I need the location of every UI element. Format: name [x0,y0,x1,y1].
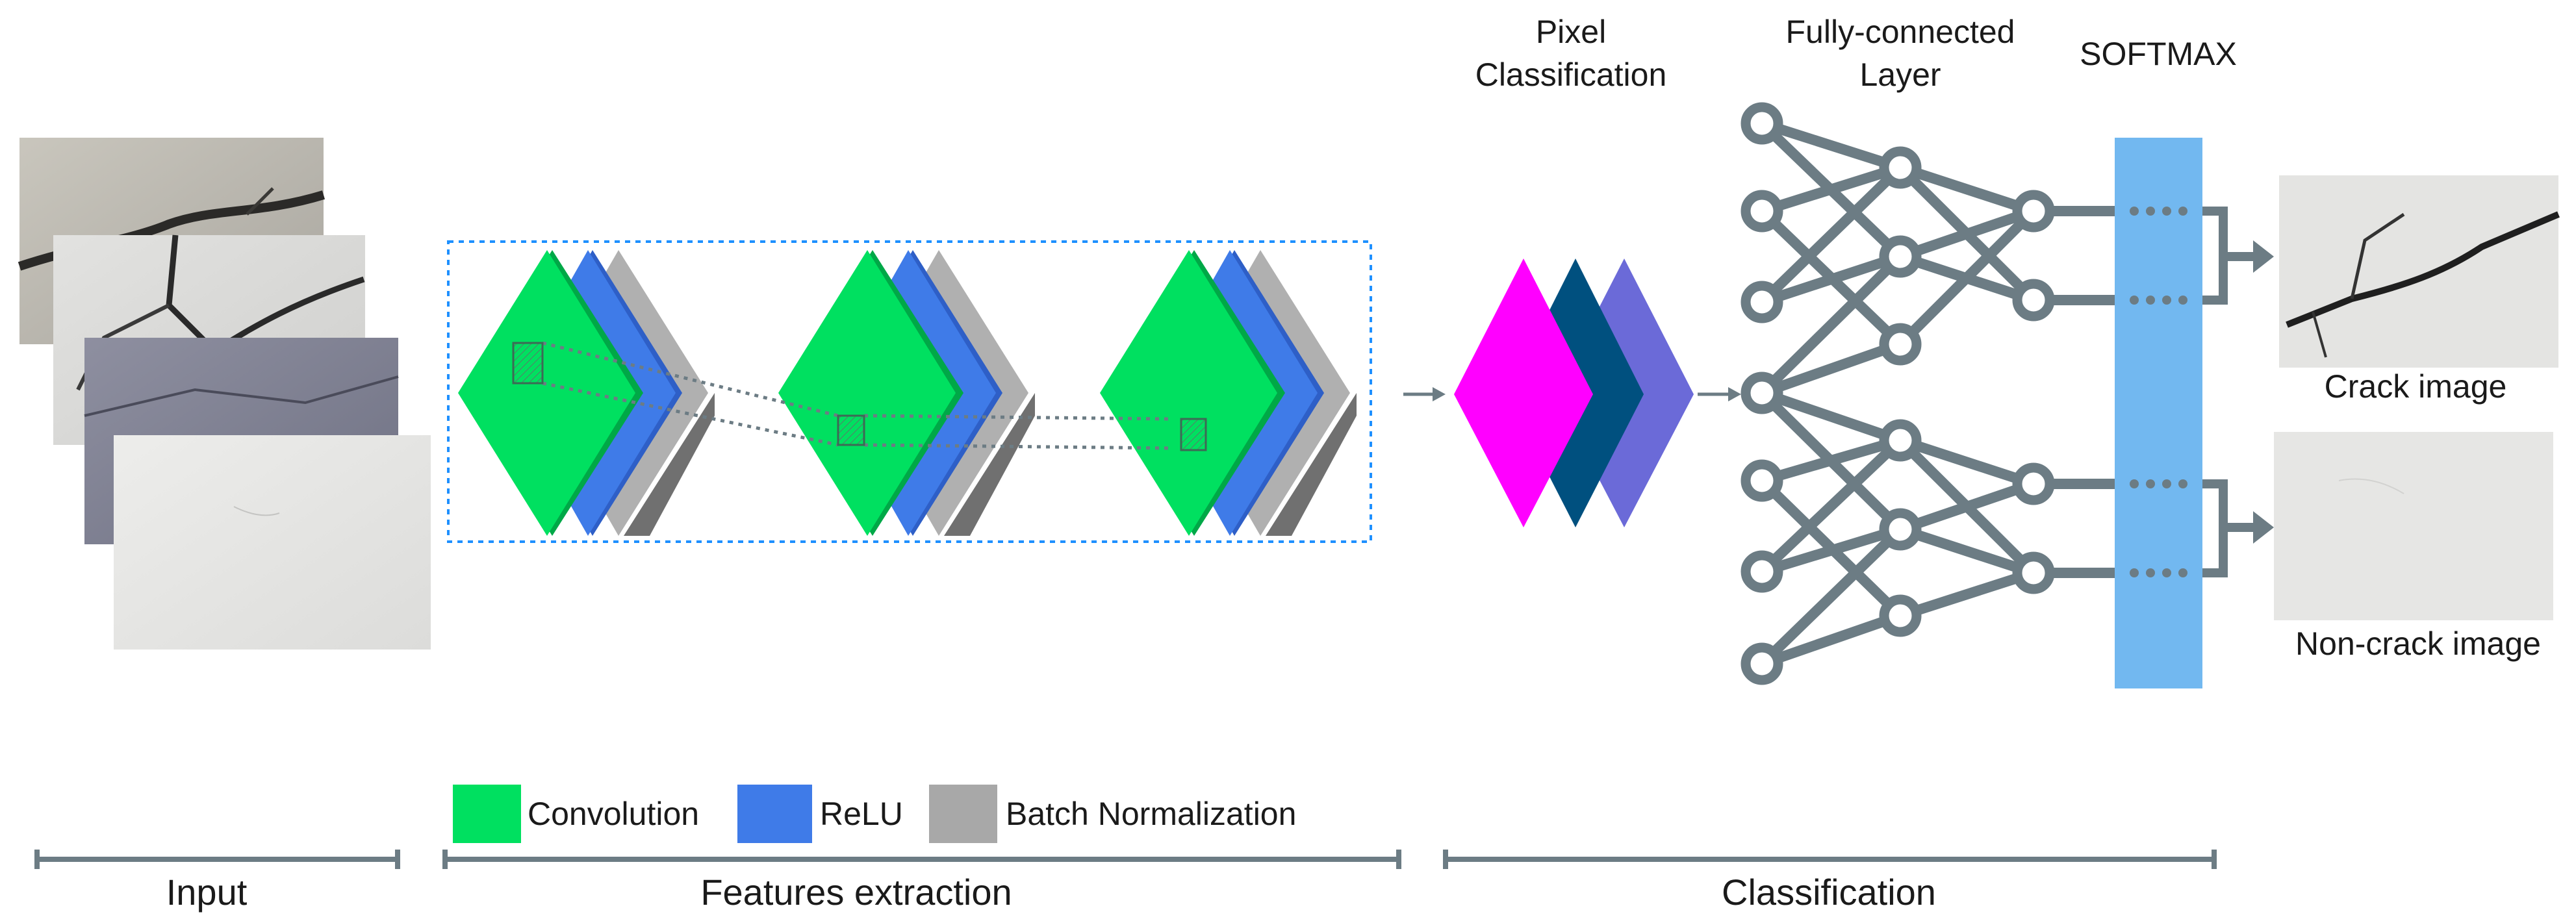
legend: Convolution ReLU Batch Normalization [453,785,1296,843]
conv-block-2 [778,250,1035,536]
arrow-right-icon [1698,387,1741,401]
legend-swatch-batch-normalization [929,785,997,843]
legend-swatch-convolution [453,785,521,843]
input-image-stack [18,138,431,650]
non-crack-image-label: Non-crack image [2295,625,2541,662]
feature-extraction-box [447,240,1372,543]
pixel-classification-title-line1: Pixel [1536,14,1606,50]
legend-swatch-relu [737,785,812,843]
pixel-classification-layers [1454,259,1694,527]
stage-label-input: Input [166,872,248,913]
stage-label-features-extraction: Features extraction [700,872,1012,913]
fully-connected-title-line2: Layer [1859,57,1941,93]
softmax-dots [2130,207,2187,577]
legend-label-batch-normalization: Batch Normalization [1006,796,1296,832]
input-image-4 [114,435,431,650]
fully-connected-title-line1: Fully-connected [1786,14,2015,50]
crack-image-label: Crack image [2325,368,2507,405]
non-crack-output-image [2274,432,2553,620]
arrow-right-icon [2253,240,2274,544]
legend-label-relu: ReLU [820,796,903,832]
arrow-right-icon [1403,387,1446,401]
legend-label-convolution: Convolution [528,796,699,832]
output-brackets [2202,207,2254,577]
fc-nodes [1741,102,2055,685]
stage-brackets [34,850,2217,869]
crack-output-image [2279,175,2560,368]
stage-label-classification: Classification [1722,872,1936,913]
softmax-title: SOFTMAX [2080,36,2237,72]
receptive-field-connections [512,341,1207,451]
softmax-bar [2115,138,2202,688]
conv-block-1 [458,250,715,536]
pixel-classification-title-line2: Classification [1475,57,1667,93]
conv-block-3 [1100,250,1357,536]
fully-connected-network [1758,118,2121,669]
